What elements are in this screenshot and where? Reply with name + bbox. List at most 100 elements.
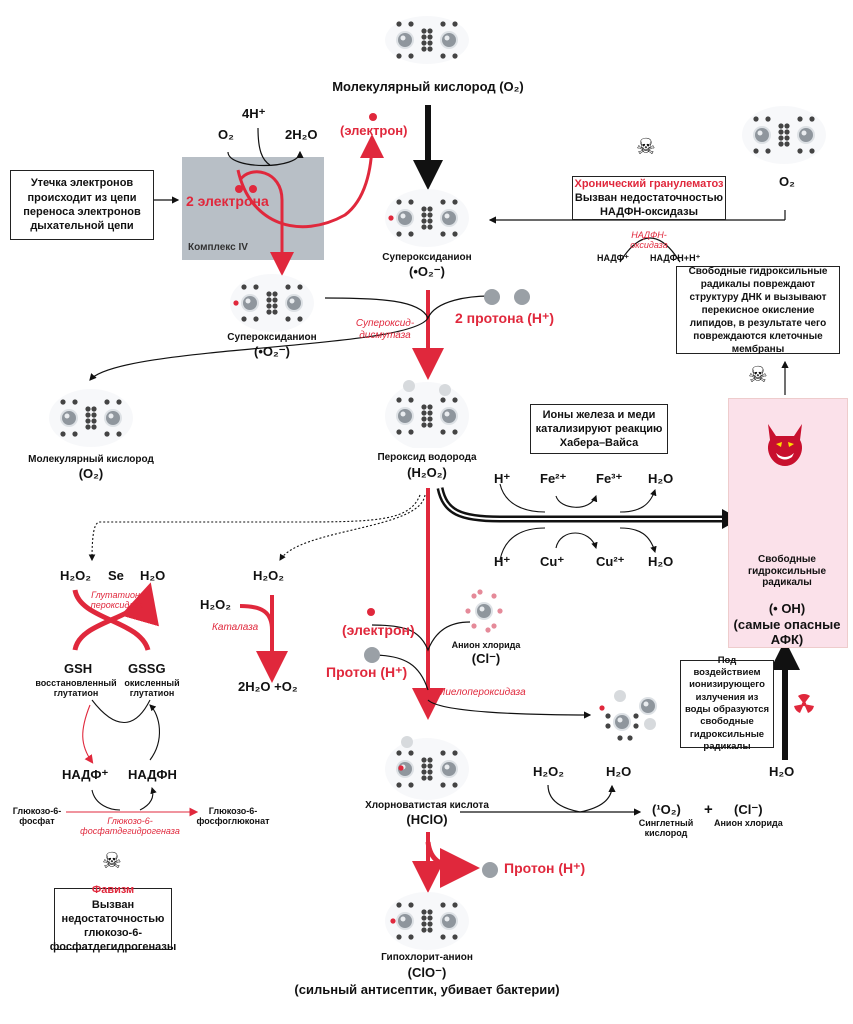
catalase-h2o2-top: H₂O₂ [253,568,285,583]
electron-dot [465,608,471,614]
atom-core [477,604,491,618]
electron-dot [421,422,427,428]
electron-dot [427,410,433,416]
cgd-text: Вызван недостаточностью НАДФН-оксидазы [574,191,724,219]
electron-dot [452,782,458,788]
electron-dot [253,284,259,290]
electron-dot [272,291,278,297]
electron-dot [778,141,784,147]
molecule-shadow [742,106,826,164]
two-protons-label: 2 протона (H⁺) [455,310,555,326]
electron-dot-mpo [367,608,375,616]
electron-dot [797,116,803,122]
skull-crossbones-icon: ☠ [636,134,656,159]
electron-dot [408,934,414,940]
molecule-shadow [49,389,133,447]
electron-dot [452,199,458,205]
electron-dot [497,608,503,614]
atom-highlight [444,764,450,770]
electron-dot [72,399,78,405]
electron-dot [396,902,402,908]
o2-top-label: Молекулярный кислород (O₂) [332,79,524,94]
hclo-name: Хлорноватистая кислота [365,800,489,811]
atom-highlight [400,916,406,922]
electron-dot [233,300,239,306]
gpx-enzyme-label: Глутатион-пероксидаза [90,590,144,611]
superoxide-center-formula: (•O₂⁻) [409,264,445,279]
electron-dot [85,412,91,418]
complex-iv-label: Комплекс IV [188,242,248,253]
o2-molecule-top [385,16,469,64]
electron-dot [477,589,483,595]
o2-molecule-left [49,389,133,447]
electron-dot [784,129,790,135]
atom-highlight [444,916,450,922]
electron-dot [471,623,477,629]
skull-crossbones-icon: ☠ [748,362,768,387]
electron-dot [427,206,433,212]
complex-o2: O₂ [218,127,234,142]
o2-molecule-right [742,106,826,164]
complex-iv-panel [182,157,324,260]
molecule-shadow [385,16,469,64]
hw-cu1: Cu⁺ [540,554,565,569]
electron-dot [421,909,427,915]
electron-dot [440,902,446,908]
superoxide-left-formula: (•O₂⁻) [254,344,290,359]
electron-dot [753,116,759,122]
electron-dot [266,291,272,297]
electron-dot [599,705,605,711]
electron-dot [396,199,402,205]
electron-dot [421,927,427,933]
cgd-nadp: НАДФ⁺ [597,253,630,263]
singlet-formula: (¹O₂) [652,802,681,817]
arrow-haber-weiss [436,487,722,523]
molecule-shadow [230,274,314,332]
electron-dot [408,750,414,756]
mpo-chloride-label: Анион хлорида [451,640,521,650]
nadph-oxidase-label: НАДФН-оксидаза [630,230,668,251]
atom-highlight [64,413,70,419]
gsh-label: GSH [64,661,93,676]
hypochlorite-formula: (ClO⁻) [407,965,447,980]
atom-core [398,409,412,423]
electron-dot [266,297,272,303]
electron-dot [91,406,97,412]
atom-core [398,33,412,47]
electron-dot [440,750,446,756]
electron-dot [440,21,446,27]
electron-dot [452,429,458,435]
electron-dot [427,34,433,40]
electron-dot [408,782,414,788]
hw-fe3: Fe³⁺ [596,471,623,486]
atom-core [398,914,412,928]
electron-dot [241,316,247,322]
hclo-molecule [385,736,469,800]
electron-dot [765,148,771,154]
atom-core [287,296,301,310]
electron-dot [427,46,433,52]
electron-dot [427,909,433,915]
atom-core [442,914,456,928]
electron-dot [617,735,623,741]
electron-dot [809,148,815,154]
electron-dot [85,418,91,424]
complex-4h: 4H⁺ [242,106,266,121]
electron-dot [427,915,433,921]
gssg-desc: окисленный глутатион [124,678,180,699]
electron-dot [427,40,433,46]
electron-dot [396,782,402,788]
mpo-electron-label: (электрон) [342,622,415,638]
proton-atom-hclo [482,862,498,878]
atom-core [615,715,629,729]
atom-core [641,699,655,713]
electron-dot [421,404,427,410]
hydrogen-atom [644,718,656,730]
pgl-label: Глюкозо-6-фосфоглюконат [196,806,270,827]
devil-icon [767,424,803,466]
electron-dot [60,431,66,437]
atom-highlight [108,413,114,419]
electron-dot [421,212,427,218]
electron-dot [421,410,427,416]
atom-highlight [617,717,623,723]
